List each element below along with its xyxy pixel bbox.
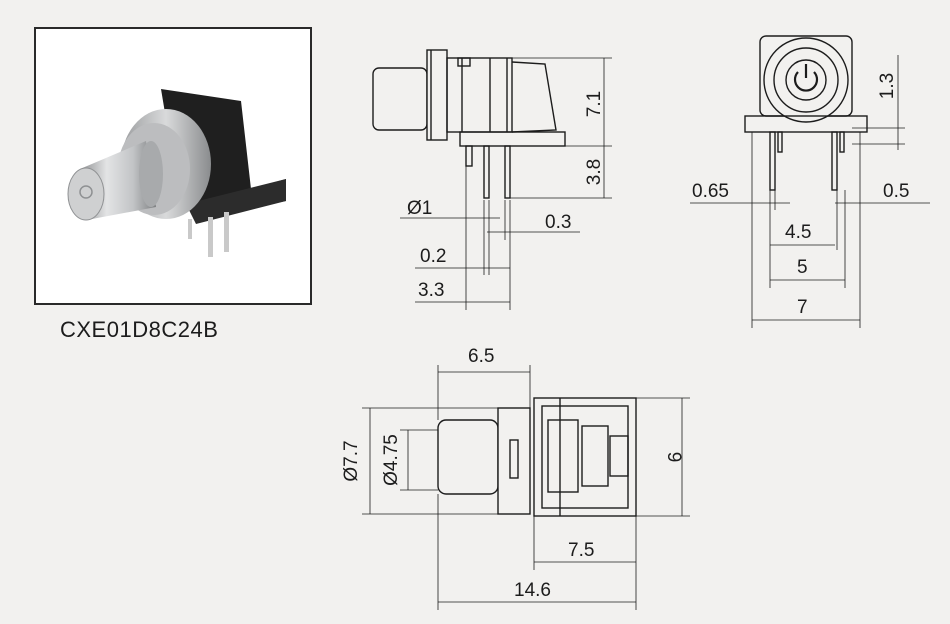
dim-body-height: 7.1 [584,91,605,117]
dim-inner-pitch: 4.5 [785,222,811,243]
dim-total-length: 14.6 [514,580,551,601]
dim-left-pin: 0.65 [692,181,729,202]
dim-pin-height: 3.8 [584,159,605,185]
dim-mid-pitch: 5 [797,257,808,278]
dim-front-width: 7 [797,297,808,318]
dim-top-offset: 1.3 [877,73,898,99]
part-number-caption: CXE01D8C24B [60,317,219,342]
dim-pin-gap: 0.3 [545,212,571,233]
dim-pin-offset: 0.2 [420,246,446,267]
dim-pin-span: 3.3 [418,280,444,301]
dim-depth: 9 [663,452,684,463]
product-render-image [67,89,286,257]
product-photo [34,27,312,305]
dim-cap-diameter: Ø4.75 [381,434,402,486]
dim-right-pin: 0.5 [883,181,909,202]
dim-pin-diameter: Ø1 [407,198,432,219]
dim-cap-length: 6.5 [468,346,494,367]
dim-body-length: 7.5 [568,540,594,561]
dim-outer-diameter: Ø7.7 [341,440,362,481]
